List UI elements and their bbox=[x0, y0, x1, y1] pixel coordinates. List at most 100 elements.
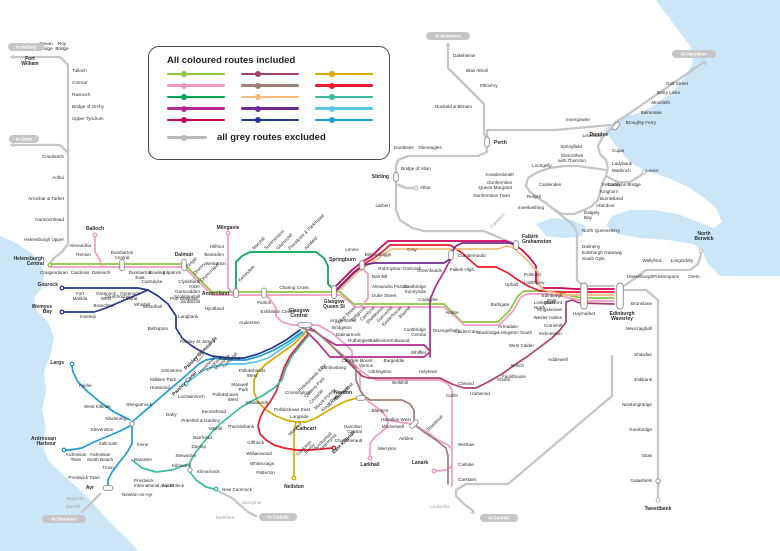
station-label: Perth bbox=[494, 140, 507, 146]
terminus-dot bbox=[59, 285, 65, 291]
station-label: Lochwinnoch bbox=[178, 394, 205, 399]
route-pink bbox=[387, 419, 411, 425]
station-label: Dunblane bbox=[394, 145, 414, 150]
station-label: Dundee bbox=[590, 132, 609, 138]
station-label: Leuchars bbox=[583, 133, 603, 138]
station-label: Whinhill bbox=[134, 302, 150, 307]
station-label: Kilwinning bbox=[105, 416, 126, 421]
interchange-marker bbox=[513, 240, 519, 250]
station-label: Williamwood bbox=[246, 451, 272, 456]
destination-pill-label: to Aberdeen bbox=[681, 52, 707, 57]
legend-route-swatch bbox=[241, 71, 303, 77]
legend-route-swatch bbox=[167, 94, 229, 100]
station-label: Airdrie bbox=[445, 310, 459, 315]
station-label: Wallyford bbox=[643, 258, 662, 263]
station-label: Galashiels bbox=[631, 478, 653, 483]
station-label: Kinghorn bbox=[600, 189, 619, 194]
station-label: Drem bbox=[688, 274, 699, 279]
station-label: Armadale bbox=[498, 324, 518, 329]
terminus-dot bbox=[225, 230, 231, 236]
station-label: Bearsden bbox=[204, 252, 224, 257]
station-label: Yoker bbox=[188, 284, 200, 289]
legend-route-swatch bbox=[167, 71, 229, 77]
route-cyan bbox=[187, 331, 305, 383]
station-label: Barassie bbox=[134, 457, 152, 462]
legend-route-swatch bbox=[167, 82, 229, 89]
station-label: Shotts bbox=[497, 377, 511, 382]
route-magenta bbox=[429, 258, 452, 358]
station-label: Dalmuir bbox=[175, 252, 194, 258]
route-color-line bbox=[241, 82, 299, 89]
station-label: Cardenden bbox=[539, 182, 562, 187]
destination-pill bbox=[9, 135, 39, 143]
interchange-ring bbox=[187, 467, 193, 473]
station-label: Camelon bbox=[489, 212, 506, 229]
station-label: Central bbox=[27, 261, 45, 267]
route-color-line bbox=[167, 105, 225, 112]
station-label: Edinburgh bbox=[610, 311, 635, 317]
station-label: West Calder bbox=[509, 343, 535, 348]
station-label: Dumfries bbox=[216, 515, 235, 520]
station-label: Whitecraigs bbox=[250, 461, 275, 466]
station-label: Glenrothes bbox=[561, 153, 584, 158]
station-label: Glasgow bbox=[289, 308, 310, 314]
interchange-ring bbox=[129, 421, 135, 427]
station-label: Woodhall bbox=[143, 304, 162, 309]
station-label: Bellshill bbox=[392, 380, 408, 385]
station-label: Fauldhouse bbox=[502, 374, 526, 379]
direction-arrow-icon bbox=[470, 509, 476, 515]
station-label: Anniesland bbox=[202, 291, 229, 297]
destination-pill bbox=[42, 515, 86, 523]
station-label: Shieldmuir bbox=[425, 413, 444, 432]
station-label: Duke Street bbox=[372, 293, 397, 298]
interchange-marker bbox=[331, 285, 337, 299]
station-label: Pollokshields bbox=[239, 368, 267, 373]
route-yellow bbox=[253, 331, 358, 423]
route-grey bbox=[10, 143, 70, 155]
destination-pill bbox=[259, 513, 297, 521]
station-label: Largs bbox=[50, 360, 64, 366]
interchange-marker bbox=[233, 288, 239, 298]
station-label: Berwick bbox=[694, 236, 713, 242]
station-label: Cathcart bbox=[296, 426, 317, 432]
interchange-marker bbox=[393, 172, 399, 182]
station-label: Maxwell bbox=[231, 382, 248, 387]
station-label: Stirling bbox=[372, 174, 389, 180]
station-label: Merryton bbox=[378, 446, 397, 451]
station-label: Greenfaulds bbox=[417, 268, 443, 273]
station-label: Port Glasgow bbox=[170, 296, 198, 301]
station-label: Gartcosh bbox=[403, 266, 422, 271]
route-grey bbox=[10, 55, 70, 265]
route-color-line bbox=[315, 105, 373, 112]
terminus-dot bbox=[291, 475, 297, 481]
station-label: Bargeddie bbox=[384, 358, 405, 363]
station-label: Cupar bbox=[612, 148, 625, 153]
station-label: Irvine bbox=[137, 442, 149, 447]
station-label: Harbour bbox=[37, 441, 57, 447]
station-label: Central bbox=[115, 255, 130, 260]
station-label: Langbank bbox=[178, 314, 199, 319]
station-label: Dalmeny bbox=[582, 244, 601, 249]
station-label: Leven bbox=[646, 168, 659, 173]
station-label: Queen St bbox=[323, 304, 345, 310]
station-label: Waverley bbox=[611, 316, 633, 322]
station-label: Gorebridge bbox=[629, 427, 652, 432]
station-label: Polmont bbox=[524, 272, 542, 277]
route-lgreen bbox=[49, 263, 615, 323]
interchange-ring bbox=[655, 478, 661, 484]
station-label: Neilston bbox=[284, 484, 304, 490]
route-pink bbox=[359, 267, 369, 308]
station-label: Vernon bbox=[359, 363, 374, 368]
station-label: Bowling bbox=[149, 270, 166, 275]
station-label: Uphall bbox=[505, 282, 518, 287]
station-label: Dumbreck bbox=[220, 356, 242, 361]
station-label: Johnstone bbox=[161, 368, 183, 373]
station-label: Central bbox=[347, 429, 362, 434]
station-label: Giffnock bbox=[247, 440, 264, 445]
route-color-line bbox=[315, 94, 373, 100]
station-label: Alexandra Parade bbox=[372, 284, 409, 289]
legend-title: All coloured routes included bbox=[167, 55, 296, 66]
grey-route-swatch bbox=[167, 134, 207, 141]
station-label: Ardrossan bbox=[90, 452, 111, 457]
station-label: Howwood bbox=[150, 385, 171, 390]
